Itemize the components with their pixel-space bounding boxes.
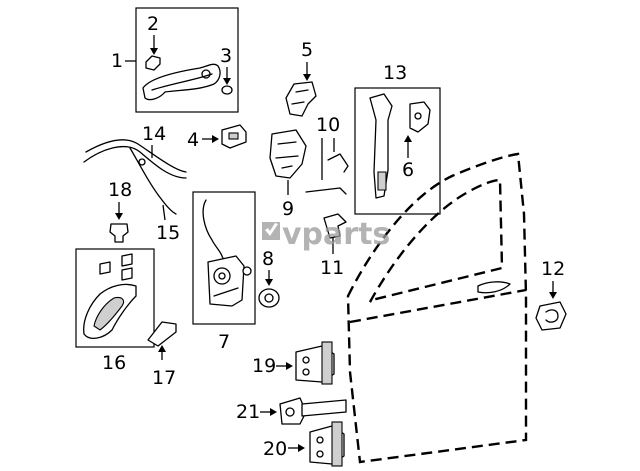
inside-handle-clip-c [121, 267, 133, 281]
callout-18[interactable]: 18 [108, 179, 132, 201]
leader-15 [162, 204, 166, 221]
striker-12-part [535, 301, 567, 331]
latch-bolt-hole [242, 266, 252, 276]
callout-5[interactable]: 5 [301, 39, 313, 61]
bracket-5-part [285, 81, 317, 117]
arrow-18 [115, 213, 123, 220]
door-check-21-arm [301, 399, 347, 417]
callout-17[interactable]: 17 [152, 367, 176, 389]
callout-21[interactable]: 21 [236, 401, 260, 423]
arrow-17 [158, 345, 166, 352]
latch-gear-hub [218, 272, 226, 280]
rod-10-part [305, 187, 347, 195]
arrow-5 [303, 74, 311, 81]
grommet-8-outer [258, 288, 280, 308]
door-striker-notch [477, 281, 511, 294]
inside-handle-clip-b [99, 261, 111, 275]
hinge-19-bolt-a [302, 356, 310, 364]
latch-gear [213, 267, 231, 285]
callout-8[interactable]: 8 [262, 248, 274, 270]
bracket-9-detail [275, 141, 299, 169]
bracket-5-detail [291, 89, 309, 105]
outside-handle-inner-line [151, 73, 213, 91]
lock-knob-hole [414, 112, 422, 120]
callout-10[interactable]: 10 [316, 114, 340, 136]
callout-7[interactable]: 7 [218, 331, 230, 353]
door-outline [346, 152, 528, 464]
latch-rod-part [202, 199, 225, 263]
hinge-20-pin [331, 421, 343, 467]
lock-group-box [354, 87, 441, 215]
arrow-19 [286, 362, 293, 370]
latch-group-box [192, 191, 256, 325]
cable-15-part [129, 147, 177, 215]
arrow-3 [223, 78, 231, 85]
lock-arm-spring [377, 171, 387, 191]
lock-knob-part [409, 101, 431, 133]
watermark-text: vparts [282, 217, 390, 252]
callout-15[interactable]: 15 [156, 222, 180, 244]
door-check-21-body [279, 397, 307, 425]
bracket-9-part [269, 129, 307, 179]
callout-2[interactable]: 2 [147, 13, 159, 35]
hinge-20-bolt-a [316, 436, 324, 444]
door-belt-line [349, 288, 527, 324]
latch-body-part [207, 255, 245, 307]
inside-handle-grip [93, 296, 125, 331]
callout-14[interactable]: 14 [142, 123, 166, 145]
callout-20[interactable]: 20 [263, 438, 287, 460]
bolt-18-part [109, 223, 129, 243]
arrow-20 [298, 444, 305, 452]
callout-16[interactable]: 16 [102, 352, 126, 374]
callout-11[interactable]: 11 [320, 257, 344, 279]
callout-19[interactable]: 19 [252, 355, 276, 377]
arrow-2 [150, 48, 158, 55]
callout-12[interactable]: 12 [541, 258, 565, 280]
arrow-6 [404, 135, 412, 142]
outside-handle-group-box [135, 7, 239, 113]
arrow-12 [549, 292, 557, 299]
grommet-8-inner [264, 293, 274, 303]
handle-screw-cap-part [221, 85, 233, 95]
callout-3[interactable]: 3 [220, 45, 232, 67]
callout-9[interactable]: 9 [282, 198, 294, 220]
callout-4[interactable]: 4 [187, 129, 199, 151]
arrow-8 [265, 279, 273, 286]
handle-bracket-slot [228, 132, 239, 140]
latch-lever [213, 287, 239, 297]
handle-pivot [201, 69, 211, 79]
arrow-21 [270, 408, 277, 416]
cover-17-part [147, 321, 177, 347]
hinge-19-pin [321, 341, 333, 385]
watermark-logo-check [265, 223, 278, 236]
door-check-21-bolt [285, 407, 295, 417]
clip-11-part [323, 213, 347, 239]
cable-14-part-b [85, 139, 187, 173]
callout-1[interactable]: 1 [111, 50, 123, 72]
arrow-4 [212, 135, 219, 143]
handle-cap-part [145, 55, 161, 71]
door-window-frame [368, 178, 504, 303]
hinge-19-bolt-b [302, 368, 310, 376]
inside-handle-clip-a [121, 253, 133, 267]
inside-handle-group-box [75, 248, 155, 348]
cable-end-14 [138, 158, 146, 166]
callout-6[interactable]: 6 [402, 159, 414, 181]
striker-12-loop [545, 309, 559, 323]
cable-14-part [83, 145, 187, 179]
callout-13[interactable]: 13 [383, 62, 407, 84]
hinge-20-bolt-b [316, 450, 324, 458]
rod-10-part-b [327, 153, 349, 173]
